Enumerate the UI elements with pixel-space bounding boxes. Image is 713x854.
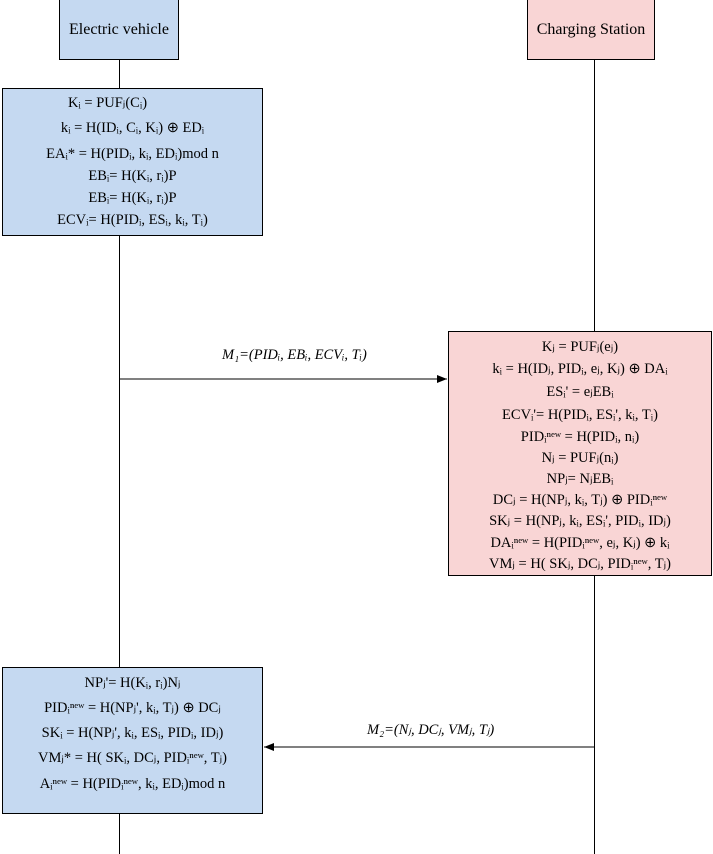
m1-label: M₁=(PIDᵢ, EBᵢ, ECVᵢ, Tᵢ)	[222, 347, 367, 363]
cs-actor: Charging Station	[527, 0, 655, 60]
ev1-eq-4: EBᵢ= H(Kᵢ, rᵢ)P	[88, 190, 177, 206]
ev1-eq-0: Kᵢ = PUFⱼ(Cᵢ)	[67, 95, 148, 111]
cs-eq-8: SKⱼ = H(NPⱼ, kᵢ, ESᵢ', PIDᵢ, IDⱼ)	[489, 513, 671, 529]
ev-actor-label: Electric vehicle	[69, 20, 169, 38]
ev2-eq-1: PIDᵢⁿᵉʷ = H(NPⱼ', kᵢ, Tⱼ) ⊕ DCⱼ	[44, 700, 221, 716]
ev-computation-box-1: Kᵢ = PUFⱼ(Cᵢ) kᵢ = H(IDᵢ, Cᵢ, Kᵢ) ⊕ EDᵢ …	[2, 88, 263, 236]
cs-computation-box: Kⱼ = PUFⱼ(eⱼ) kᵢ = H(IDⱼ, PIDᵢ, eⱼ, Kⱼ) …	[448, 331, 712, 576]
ev-actor: Electric vehicle	[59, 0, 179, 60]
cs-eq-9: DAᵢⁿᵉʷ = H(PIDᵢⁿᵉʷ, eⱼ, Kⱼ) ⊕ kᵢ	[490, 535, 670, 551]
cs-eq-7: DCⱼ = H(NPⱼ, kᵢ, Tⱼ) ⊕ PIDᵢⁿᵉʷ	[492, 492, 668, 508]
ev2-eq-4: Aᵢⁿᵉʷ = H(PIDᵢⁿᵉʷ, kᵢ, EDᵢ)mod n	[39, 776, 226, 792]
ev1-eq-3: EBᵢ= H(Kᵢ, rᵢ)P	[88, 168, 177, 184]
ev1-eq-5: ECVᵢ= H(PIDᵢ, ESᵢ, kᵢ, Tᵢ)	[57, 212, 208, 228]
cs-eq-4: PIDᵢⁿᵉʷ = H(PIDᵢ, nᵢ)	[520, 429, 640, 445]
ev1-eq-1: kᵢ = H(IDᵢ, Cᵢ, Kᵢ) ⊕ EDᵢ	[60, 120, 205, 136]
ev-lifeline	[119, 0, 120, 854]
ev2-eq-2: SKᵢ = H(NPⱼ', kᵢ, ESᵢ, PIDᵢ, IDⱼ)	[41, 725, 224, 741]
cs-eq-6: NPⱼ= NⱼEBᵢ	[546, 471, 614, 487]
ev2-eq-3: VMⱼ* = H( SKᵢ, DCⱼ, PIDᵢⁿᵉʷ, Tⱼ)	[37, 750, 228, 766]
cs-eq-0: Kⱼ = PUFⱼ(eⱼ)	[541, 339, 619, 355]
ev-computation-box-2: NPⱼ'= H(Kᵢ, rᵢ)Nⱼ PIDᵢⁿᵉʷ = H(NPⱼ', kᵢ, …	[2, 667, 263, 814]
cs-eq-2: ESᵢ' = eⱼEBᵢ	[546, 384, 614, 400]
ev2-eq-0: NPⱼ'= H(Kᵢ, rᵢ)Nⱼ	[84, 675, 181, 691]
cs-eq-10: VMⱼ = H( SKⱼ, DCⱼ, PIDᵢⁿᵉʷ, Tⱼ)	[489, 556, 671, 572]
cs-eq-3: ECVᵢ'= H(PIDᵢ, ESᵢ', kᵢ, Tᵢ)	[502, 407, 658, 423]
m2-label: M₂=(Nⱼ, DCⱼ, VMⱼ, Tⱼ)	[367, 722, 495, 738]
ev1-eq-2: EAᵢ* = H(PIDᵢ, kᵢ, EDᵢ)mod n	[46, 146, 219, 162]
cs-eq-1: kᵢ = H(IDⱼ, PIDᵢ, eⱼ, Kⱼ) ⊕ DAᵢ	[492, 361, 668, 377]
cs-actor-label: Charging Station	[536, 20, 646, 38]
cs-eq-5: Nⱼ = PUFⱼ(nᵢ)	[541, 450, 619, 466]
